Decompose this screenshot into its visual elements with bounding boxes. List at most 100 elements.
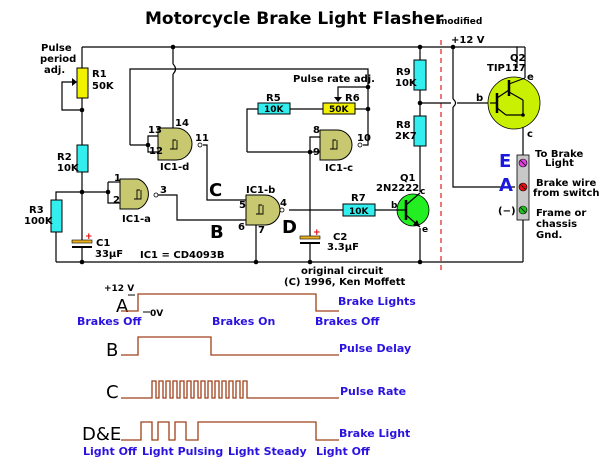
diagram-subtitle: modified bbox=[438, 17, 482, 27]
level-high-label: +12 V bbox=[104, 284, 134, 294]
svg-text:R1: R1 bbox=[92, 69, 107, 80]
resistor-r8: R8 2K7 bbox=[395, 115, 427, 147]
timing-diagram: +12 V 0V A Brake Lights Brakes Off Brake… bbox=[77, 284, 416, 458]
node-label-c: C bbox=[209, 180, 222, 201]
credit-line-1: original circuit bbox=[301, 266, 383, 277]
svg-text:7: 7 bbox=[258, 225, 265, 236]
credit-line-2: (C) 1996, Ken Moffett bbox=[284, 277, 406, 288]
svg-text:+: + bbox=[313, 228, 321, 238]
svg-text:IC1-b: IC1-b bbox=[246, 185, 275, 196]
svg-text:Pulse: Pulse bbox=[41, 43, 72, 54]
resistor-r2: R2 10K bbox=[57, 144, 89, 174]
svg-text:chassis: chassis bbox=[536, 219, 577, 230]
svg-text:Brake wire: Brake wire bbox=[536, 178, 597, 189]
svg-text:adj.: adj. bbox=[44, 65, 65, 76]
svg-text:12: 12 bbox=[149, 146, 163, 157]
svg-text:10: 10 bbox=[357, 133, 371, 144]
svg-text:IC1-c: IC1-c bbox=[325, 163, 353, 174]
svg-text:10K: 10K bbox=[395, 78, 418, 89]
transistor-q2: e c b Q2 TIP117 bbox=[476, 53, 541, 140]
node-label-d: D bbox=[282, 217, 297, 238]
svg-text:33µF: 33µF bbox=[95, 249, 123, 260]
svg-text:(−): (−) bbox=[498, 206, 516, 217]
svg-text:IC1-a: IC1-a bbox=[122, 214, 151, 225]
svg-text:2K7: 2K7 bbox=[395, 131, 417, 142]
gate-ic1-d: 13 12 11 14 IC1-d bbox=[148, 118, 209, 173]
signal-name: Brake Light bbox=[339, 427, 410, 440]
svg-text:To Brake: To Brake bbox=[535, 149, 584, 160]
timing-row-a: +12 V 0V A Brake Lights Brakes Off Brake… bbox=[77, 284, 416, 328]
ic-note: IC1 = CD4093B bbox=[140, 250, 224, 261]
caption: Light Off bbox=[83, 445, 137, 458]
terminal-connector: To Brake Light Brake wire from switch Fr… bbox=[498, 149, 600, 241]
node-label-b: B bbox=[210, 222, 224, 243]
svg-text:Light: Light bbox=[545, 158, 574, 169]
svg-text:c: c bbox=[527, 129, 533, 140]
resistor-r3: R3 100K bbox=[24, 199, 63, 233]
svg-text:R9: R9 bbox=[396, 67, 411, 78]
svg-text:2N2222: 2N2222 bbox=[376, 183, 419, 194]
signal-name: Pulse Delay bbox=[339, 342, 411, 355]
node-label-e: E bbox=[499, 151, 511, 172]
timing-row-de: D&E Brake Light Light Off Light Pulsing … bbox=[82, 421, 410, 458]
svg-text:+: + bbox=[85, 232, 93, 242]
node-label-a: A bbox=[499, 175, 513, 196]
wiring bbox=[55, 46, 526, 263]
timing-row-b: B Pulse Delay bbox=[106, 336, 411, 361]
svg-text:3: 3 bbox=[160, 185, 167, 196]
svg-text:11: 11 bbox=[195, 133, 209, 144]
svg-text:Frame or: Frame or bbox=[536, 208, 586, 219]
signal-label: A bbox=[116, 296, 129, 317]
svg-text:1: 1 bbox=[114, 173, 121, 184]
svg-text:e: e bbox=[527, 72, 534, 83]
svg-text:50K: 50K bbox=[329, 105, 350, 115]
svg-text:c: c bbox=[420, 187, 425, 197]
svg-text:100K: 100K bbox=[24, 216, 54, 227]
caption: Brakes Off bbox=[77, 315, 141, 328]
svg-text:4: 4 bbox=[280, 198, 287, 209]
svg-text:from switch: from switch bbox=[533, 188, 600, 199]
svg-text:b: b bbox=[476, 93, 483, 104]
svg-text:50K: 50K bbox=[92, 81, 115, 92]
waveform-c bbox=[121, 380, 339, 399]
resistor-r7: R7 10K bbox=[342, 193, 376, 217]
svg-text:IC1-d: IC1-d bbox=[160, 162, 189, 173]
signal-name: Pulse Rate bbox=[340, 385, 406, 398]
resistor-r1: R1 50K Pulse period adj. bbox=[40, 43, 115, 99]
terminal-brake-wire: Brake wire from switch bbox=[518, 178, 600, 199]
capacitor-c2: + C2 3.3µF bbox=[299, 228, 359, 253]
svg-text:C2: C2 bbox=[333, 232, 347, 243]
svg-text:Gnd.: Gnd. bbox=[536, 230, 562, 241]
waveform-b bbox=[121, 336, 339, 356]
junctions bbox=[79, 44, 456, 265]
diagram-title: Motorcycle Brake Light Flasher bbox=[145, 9, 444, 29]
terminal-ground: Frame or chassis Gnd. (−) bbox=[498, 205, 586, 241]
signal-label: B bbox=[106, 340, 118, 361]
svg-text:14: 14 bbox=[175, 118, 189, 129]
caption: Light Pulsing bbox=[142, 445, 223, 458]
transistor-q1: c e b Q1 2N2222 bbox=[376, 173, 430, 235]
svg-text:9: 9 bbox=[313, 147, 320, 158]
gate-ic1-b: 5 6 4 7 IC1-b bbox=[238, 185, 287, 236]
caption: Light Steady bbox=[228, 445, 307, 458]
signal-label: D&E bbox=[82, 424, 121, 445]
svg-text:10K: 10K bbox=[264, 105, 285, 115]
svg-text:Q1: Q1 bbox=[400, 173, 416, 184]
svg-text:Q2: Q2 bbox=[510, 53, 526, 64]
svg-text:R3: R3 bbox=[29, 205, 44, 216]
svg-text:b: b bbox=[391, 201, 398, 211]
svg-text:2: 2 bbox=[113, 195, 120, 206]
svg-text:Pulse rate adj.: Pulse rate adj. bbox=[293, 74, 375, 85]
svg-text:13: 13 bbox=[148, 125, 162, 136]
signal-label: C bbox=[106, 382, 119, 403]
svg-text:R6: R6 bbox=[345, 93, 360, 104]
svg-text:10K: 10K bbox=[57, 163, 80, 174]
resistor-r5: R5 10K bbox=[257, 93, 291, 115]
waveform-de bbox=[121, 421, 339, 441]
caption: Brakes On bbox=[212, 315, 275, 328]
svg-text:8: 8 bbox=[313, 125, 320, 136]
svg-text:6: 6 bbox=[238, 222, 245, 233]
svg-text:R5: R5 bbox=[266, 93, 281, 104]
resistor-r9: R9 10K bbox=[395, 59, 427, 91]
